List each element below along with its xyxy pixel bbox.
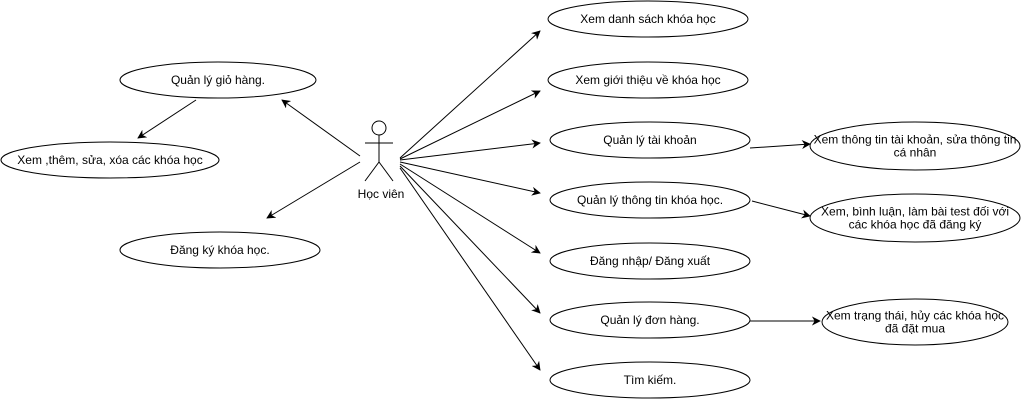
uc-quan-ly-gio-hang[interactable]: Quản lý giỏ hàng. — [119, 61, 317, 99]
uc-xem-thong-tin-tai-khoan[interactable]: Xem thông tin tài khoản, sửa thông tincá… — [809, 121, 1021, 171]
uc-xem-danh-sach-ellipse — [547, 0, 749, 38]
uc-tim-kiem[interactable]: Tìm kiếm. — [549, 361, 751, 399]
edge-hoc-vien-to-uc-quan-ly-thong-tin-khoa-hoc — [399, 161, 541, 196]
uc-xem-them-sua-xoa-ellipse — [0, 141, 220, 179]
uc-quan-ly-don-hang-label-line-0: Quản lý đơn hàng. — [600, 313, 699, 327]
uc-quan-ly-gio-hang-label-line-0: Quản lý giỏ hàng. — [171, 73, 265, 87]
edge-hoc-vien-to-uc-xem-danh-sach — [399, 30, 541, 159]
actor-left-leg — [364, 161, 380, 182]
edge-uc-quan-ly-gio-hang-to-uc-xem-them-sua-xoa — [137, 99, 197, 139]
edge-hoc-vien-to-uc-dang-ky — [266, 161, 361, 219]
uc-xem-thong-tin-tai-khoan-ellipse — [809, 121, 1021, 171]
edge-uc-quan-ly-thong-tin-khoa-hoc-to-uc-binh-luan — [751, 200, 811, 219]
uc-xem-trang-thai-ellipse — [821, 298, 1009, 346]
edges-layer — [137, 30, 821, 371]
uc-quan-ly-don-hang[interactable]: Quản lý đơn hàng. — [549, 301, 751, 339]
uc-dang-nhap-label-line-0: Đăng nhập/ Đăng xuất — [590, 254, 711, 268]
uc-tim-kiem-ellipse — [549, 361, 751, 399]
uc-quan-ly-tai-khoan-label-line-0: Quản lý tài khoản — [603, 133, 696, 147]
uc-xem-gioi-thieu[interactable]: Xem giới thiệu về khóa học — [547, 61, 749, 99]
uc-binh-luan[interactable]: Xem, bình luận, làm bài test đối vớicác … — [809, 193, 1021, 243]
edge-hoc-vien-to-uc-quan-ly-don-hang — [399, 165, 541, 314]
uc-dang-nhap[interactable]: Đăng nhập/ Đăng xuất — [549, 242, 751, 280]
uc-xem-thong-tin-tai-khoan-label-line-0: Xem thông tin tài khoản, sửa thông tin — [814, 133, 1017, 147]
edge-hoc-vien-to-uc-quan-ly-tai-khoan — [399, 139, 541, 161]
uc-xem-danh-sach-label-line-0: Xem danh sách khóa học — [580, 12, 715, 26]
uc-quan-ly-tai-khoan[interactable]: Quản lý tài khoản — [549, 121, 751, 159]
edge-hoc-vien-to-uc-quan-ly-gio-hang — [281, 99, 361, 157]
actor-hoc-vien: Học viên — [358, 120, 405, 201]
edge-hoc-vien-to-uc-dang-nhap — [399, 163, 541, 254]
actor-label: Học viên — [358, 187, 405, 201]
uc-quan-ly-tai-khoan-ellipse — [549, 121, 751, 159]
uc-dang-ky[interactable]: Đăng ký khóa học. — [119, 231, 321, 269]
uc-xem-them-sua-xoa-label-line-0: Xem ,thêm, sửa, xóa các khóa học — [17, 153, 202, 167]
uc-binh-luan-label-line-1: các khóa học đã đăng ký — [849, 218, 982, 232]
uc-xem-gioi-thieu-ellipse — [547, 61, 749, 99]
uc-tim-kiem-label-line-0: Tìm kiếm. — [624, 373, 677, 387]
uc-dang-ky-ellipse — [119, 231, 321, 269]
edge-hoc-vien-to-uc-tim-kiem — [399, 167, 541, 371]
uc-xem-thong-tin-tai-khoan-label-line-1: cá nhân — [894, 146, 937, 160]
uc-quan-ly-thong-tin-khoa-hoc[interactable]: Quản lý thông tin khóa học. — [549, 181, 751, 219]
uc-binh-luan-label-line-0: Xem, bình luận, làm bài test đối với — [821, 205, 1009, 219]
uc-binh-luan-ellipse — [809, 193, 1021, 243]
uc-dang-nhap-ellipse — [549, 242, 751, 280]
edge-hoc-vien-to-uc-xem-gioi-thieu — [399, 90, 541, 160]
uc-xem-trang-thai-label-line-1: đã đặt mua — [885, 322, 945, 336]
uc-xem-danh-sach[interactable]: Xem danh sách khóa học — [547, 0, 749, 38]
uc-xem-them-sua-xoa[interactable]: Xem ,thêm, sửa, xóa các khóa học — [0, 141, 220, 179]
uc-dang-ky-label-line-0: Đăng ký khóa học. — [170, 243, 269, 257]
actor-head — [371, 120, 387, 136]
uc-xem-trang-thai-label-line-0: Xem trạng thái, hủy các khóa học — [826, 309, 1004, 323]
uc-xem-gioi-thieu-label-line-0: Xem giới thiệu về khóa học — [575, 73, 720, 87]
uc-quan-ly-gio-hang-ellipse — [119, 61, 317, 99]
uc-quan-ly-thong-tin-khoa-hoc-label-line-0: Quản lý thông tin khóa học. — [577, 193, 723, 207]
uc-quan-ly-don-hang-ellipse — [549, 301, 751, 339]
edge-uc-quan-ly-tai-khoan-to-uc-xem-thong-tin-tai-khoan — [749, 140, 811, 150]
actor-right-leg — [378, 161, 394, 182]
uc-quan-ly-thong-tin-khoa-hoc-ellipse — [549, 181, 751, 219]
